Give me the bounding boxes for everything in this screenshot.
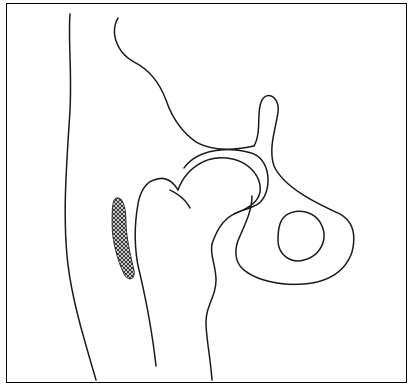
hip-joint-line-drawing bbox=[0, 0, 413, 388]
